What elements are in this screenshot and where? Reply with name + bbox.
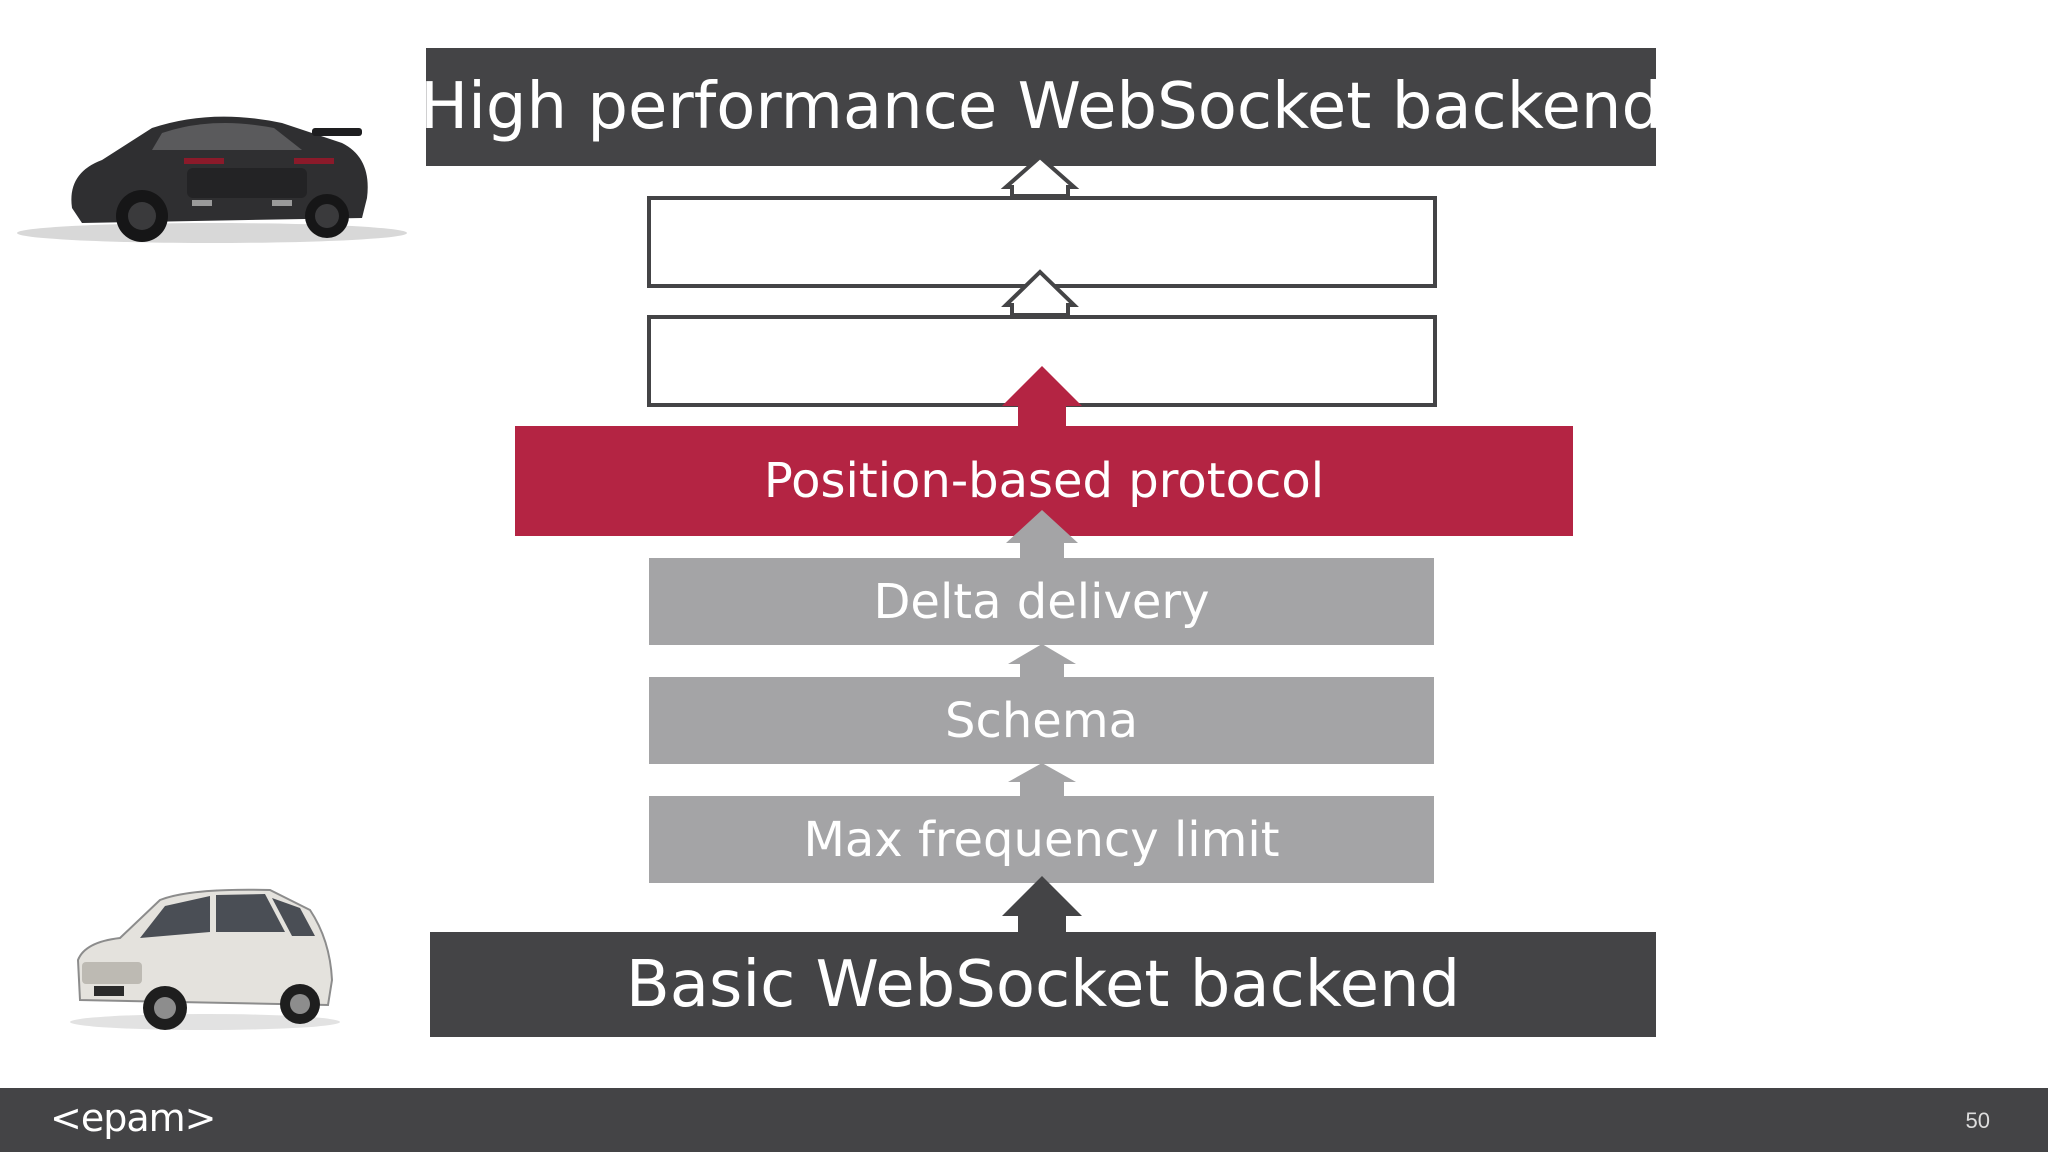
- layer-freq-label: Max frequency limit: [803, 811, 1280, 868]
- highlight-layer-label: Position-based protocol: [763, 453, 1325, 509]
- dark-arrow-bottom-icon: [1002, 876, 1082, 934]
- empty-layer-box-lower: [647, 315, 1437, 407]
- layer-max-frequency: Max frequency limit: [649, 796, 1434, 883]
- top-box-label: High performance WebSocket backend: [419, 70, 1663, 144]
- epam-logo: <epam>: [50, 1096, 216, 1140]
- page-number: 50: [1965, 1108, 1990, 1133]
- gray-arrow-freq-icon: [1008, 763, 1076, 798]
- top-box-high-performance: High performance WebSocket backend: [420, 48, 1662, 166]
- empty-layer-box-upper: [647, 196, 1437, 288]
- footer-bar: [0, 1088, 2048, 1152]
- highlight-layer-position-protocol: Position-based protocol: [515, 426, 1573, 536]
- layer-schema-label: Schema: [945, 692, 1138, 749]
- bottom-box-label: Basic WebSocket backend: [625, 947, 1461, 1022]
- small-hatchback-car-image: [70, 888, 340, 1030]
- gray-arrow-schema-icon: [1008, 644, 1076, 679]
- sports-car-image: [17, 116, 407, 243]
- layer-schema: Schema: [649, 677, 1434, 764]
- layer-delta-label: Delta delivery: [873, 573, 1210, 630]
- bottom-box-basic: Basic WebSocket backend: [430, 932, 1656, 1037]
- layer-delta-delivery: Delta delivery: [649, 558, 1434, 645]
